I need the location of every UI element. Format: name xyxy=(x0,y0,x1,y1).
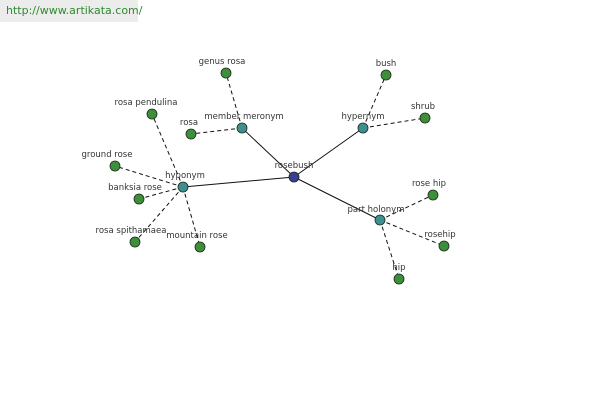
node-rosebush[interactable] xyxy=(288,171,300,183)
watermark-url: http://www.artikata.com/ xyxy=(0,0,142,22)
node-rosa-pendulina[interactable] xyxy=(146,108,158,120)
edge-part-holonym-rosehip xyxy=(379,219,445,247)
node-shrub-label: shrub xyxy=(411,102,435,112)
node-ground-rose[interactable] xyxy=(109,160,121,172)
edge-part-holonym-rose-hip xyxy=(379,194,434,221)
edge-hyponym-rosa-pendulina xyxy=(151,113,184,188)
node-ground-rose-label: ground rose xyxy=(82,150,133,160)
node-bush[interactable] xyxy=(380,69,392,81)
edge-member-meronym-genus-rosa xyxy=(225,72,243,129)
node-rosa-spithamaea-label: rosa spithamaea xyxy=(96,226,167,236)
node-genus-rosa[interactable] xyxy=(220,67,232,79)
node-member-meronym[interactable] xyxy=(236,122,248,134)
graph-edges xyxy=(114,72,445,280)
edge-rosebush-hypernym xyxy=(293,127,364,178)
graph-nodes xyxy=(109,67,450,285)
node-part-holonym-label: part holonym xyxy=(348,205,405,215)
node-rosehip-label: rosehip xyxy=(424,230,455,240)
node-rosa[interactable] xyxy=(185,128,197,140)
edge-hyponym-ground-rose xyxy=(114,165,184,188)
node-bush-label: bush xyxy=(376,59,397,69)
edge-hypernym-shrub xyxy=(362,117,426,129)
node-hyponym[interactable] xyxy=(177,181,189,193)
node-hypernym[interactable] xyxy=(357,122,369,134)
node-part-holonym[interactable] xyxy=(374,214,386,226)
node-member-meronym-label: member meronym xyxy=(204,112,283,122)
edge-hyponym-rosa-spithamaea xyxy=(134,186,184,243)
node-rosa-pendulina-label: rosa pendulina xyxy=(115,98,178,108)
graph-labels: rosebush member meronym hypernym hyponym par… xyxy=(82,57,456,273)
node-banksia-rose-label: banksia rose xyxy=(108,183,162,193)
node-hip[interactable] xyxy=(393,273,405,285)
edge-member-meronym-rosa xyxy=(190,127,243,135)
node-rosa-spithamaea[interactable] xyxy=(129,236,141,248)
node-mountain-rose[interactable] xyxy=(194,241,206,253)
edge-hyponym-banksia-rose xyxy=(138,186,184,200)
node-genus-rosa-label: genus rosa xyxy=(199,57,246,67)
node-shrub[interactable] xyxy=(419,112,431,124)
node-hyponym-label: hyponym xyxy=(165,171,205,181)
node-hypernym-label: hypernym xyxy=(341,112,384,122)
edge-rosebush-hyponym xyxy=(182,176,295,188)
node-rosebush-label: rosebush xyxy=(275,161,314,171)
node-rose-hip[interactable] xyxy=(427,189,439,201)
edge-rosebush-member-meronym xyxy=(241,127,295,178)
node-rosa-label: rosa xyxy=(180,118,198,128)
edge-hyponym-mountain-rose xyxy=(182,186,201,248)
edge-part-holonym-hip xyxy=(379,219,400,280)
node-hip-label: hip xyxy=(392,263,405,273)
node-mountain-rose-label: mountain rose xyxy=(166,231,227,241)
node-rose-hip-label: rose hip xyxy=(412,179,446,189)
node-rosehip[interactable] xyxy=(438,240,450,252)
edge-rosebush-part-holonym xyxy=(293,176,381,221)
node-banksia-rose[interactable] xyxy=(133,193,145,205)
edge-hypernym-bush xyxy=(362,74,387,129)
